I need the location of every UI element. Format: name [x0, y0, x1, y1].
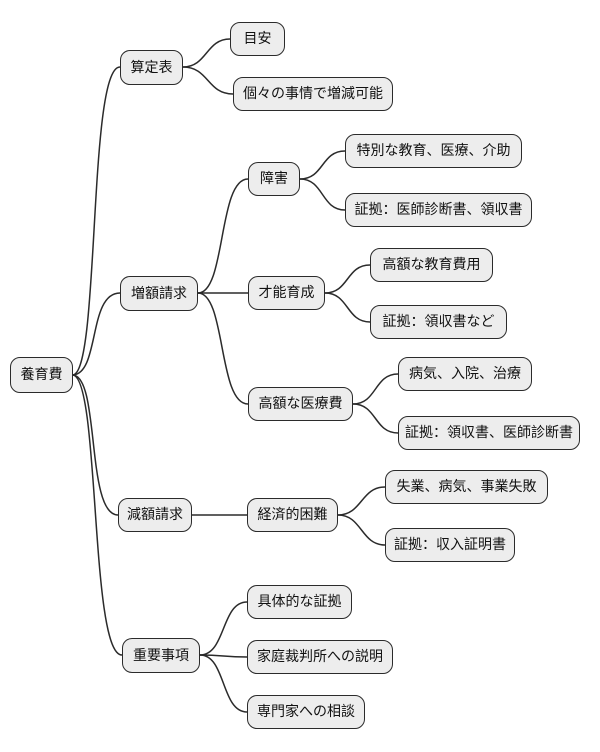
node-label: 個々の事情で増減可能	[243, 86, 383, 102]
node-shoko-ishi[interactable]: 証拠：医師診断書、領収書	[345, 193, 532, 227]
node-juyo-jiko[interactable]: 重要事項	[122, 638, 200, 673]
edge-saino-kogakukyoiku	[324, 264, 371, 294]
node-katei-saibansho[interactable]: 家庭裁判所への説明	[247, 640, 393, 674]
edge-shogai-shoko	[299, 178, 346, 211]
node-root[interactable]: 養育費	[10, 357, 73, 393]
edge-keizai-shitsugyo	[337, 486, 386, 516]
node-label: 家庭裁判所への説明	[257, 649, 383, 665]
node-kokonojijo[interactable]: 個々の事情で増減可能	[233, 77, 393, 111]
node-label: 障害	[260, 171, 288, 187]
node-label: 高額な医療費	[258, 396, 343, 412]
edge-kogakuiryo-byoki	[352, 373, 399, 405]
edge-zogaku-shogai	[197, 178, 249, 294]
node-label: 病気、入院、治療	[409, 366, 521, 382]
node-label: 特別な教育、医療、介助	[356, 143, 511, 159]
node-meyasu[interactable]: 目安	[230, 22, 285, 56]
node-label: 減額請求	[127, 507, 183, 523]
node-gengaku-seikyu[interactable]: 減額請求	[118, 498, 192, 532]
edge-santeihyo-meyasu	[182, 38, 231, 68]
edge-shogai-tokubetsu	[299, 150, 346, 180]
edge-saino-shoko	[324, 292, 371, 323]
edge-juyo-saibansho	[199, 654, 248, 658]
node-senmonka[interactable]: 専門家への相談	[247, 695, 365, 729]
edge-root-gengaku	[72, 374, 119, 516]
node-shitsugyo[interactable]: 失業、病気、事業失敗	[385, 470, 548, 504]
node-byoki[interactable]: 病気、入院、治療	[398, 357, 532, 391]
node-label: 目安	[243, 31, 272, 47]
node-label: 失業、病気、事業失敗	[396, 479, 537, 495]
edge-juyo-senmonka	[199, 654, 248, 713]
node-label: 経済的困難	[257, 507, 328, 523]
node-label: 増額請求	[131, 285, 187, 302]
node-tokubetsu[interactable]: 特別な教育、医療、介助	[345, 134, 522, 168]
node-label: 算定表	[130, 59, 173, 76]
node-label: 証拠：収入証明書	[394, 537, 506, 553]
edge-keizai-shoko	[337, 514, 386, 546]
node-shogai[interactable]: 障害	[248, 162, 300, 196]
node-keizaiteki[interactable]: 経済的困難	[247, 498, 338, 532]
node-label: 高額な教育費用	[382, 257, 481, 273]
edge-root-juyo	[72, 374, 123, 656]
edge-juyo-gutaiteki	[199, 601, 248, 656]
node-zogaku-seikyu[interactable]: 増額請求	[120, 276, 198, 311]
edge-zogaku-kogakuiryo	[197, 292, 249, 405]
node-shoko-ryoshusho[interactable]: 証拠：領収書など	[370, 305, 507, 339]
node-label: 専門家への相談	[257, 704, 355, 720]
node-gutaiteki[interactable]: 具体的な証拠	[247, 585, 352, 619]
node-shoko-ryoshu-ishi[interactable]: 証拠：領収書、医師診断書	[398, 416, 580, 450]
node-label: 証拠：領収書など	[382, 314, 495, 330]
node-label: 養育費	[20, 367, 63, 383]
node-label: 証拠：領収書、医師診断書	[405, 425, 573, 441]
node-label: 才能育成	[258, 285, 315, 301]
edge-root-zogaku	[72, 292, 121, 376]
node-kogaku-kyoiku[interactable]: 高額な教育費用	[370, 248, 493, 282]
node-label: 証拠：医師診断書、領収書	[354, 202, 523, 218]
node-label: 具体的な証拠	[257, 594, 342, 610]
node-label: 重要事項	[133, 647, 189, 664]
edge-santeihyo-kokonojijo	[182, 66, 234, 95]
node-kogaku-iryohi[interactable]: 高額な医療費	[248, 387, 353, 421]
node-saino-ikusei[interactable]: 才能育成	[248, 276, 325, 310]
node-santeihyo[interactable]: 算定表	[120, 50, 183, 85]
edge-root-santeihyo	[72, 66, 121, 376]
edge-kogakuiryo-shoko	[352, 403, 399, 434]
node-shoko-shunyu[interactable]: 証拠：収入証明書	[385, 528, 515, 562]
